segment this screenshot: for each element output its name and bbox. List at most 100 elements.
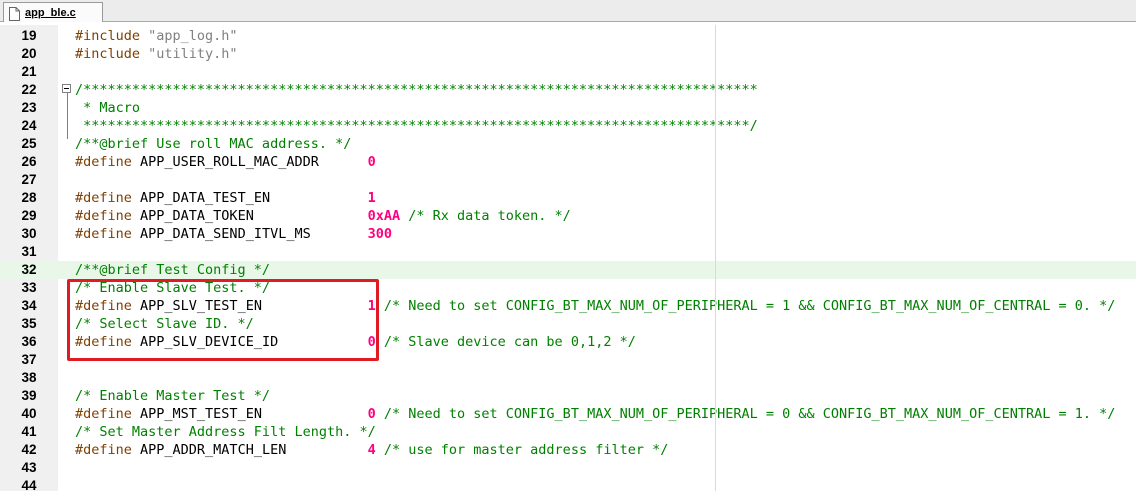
code-token: "utility.h" [148,46,238,62]
line-number: 20 [21,46,37,61]
line-number: 43 [21,460,37,475]
code-token: 0xAA [367,208,401,224]
code-token: APP_SLV_TEST_EN [140,298,368,314]
code-line[interactable]: 21 [0,63,1136,81]
line-number: 36 [21,334,37,349]
code-line[interactable]: 30 #define APP_DATA_SEND_ITVL_MS 300 [0,225,1136,243]
code-token: 0 [367,154,376,170]
code-line[interactable]: 32 /**@brief Test Config */ [0,261,1136,279]
line-number: 44 [21,478,37,493]
code-line[interactable]: 26#define APP_USER_ROLL_MAC_ADDR 0 [0,153,1136,171]
code-token: #define [75,154,141,170]
line-number: 42 [21,442,37,457]
line-number: 24 [21,118,37,133]
code-text: #define APP_SLV_TEST_EN 1 /* Need to set… [75,297,1115,315]
code-token: /* Enable Slave Test. */ [75,280,271,296]
code-text: /**@brief Test Config */ [75,261,270,279]
code-text: /***************************************… [75,81,758,99]
code-editor[interactable]: 19#include "app_log.h"20 #include "utilit… [0,25,1136,493]
code-text: #define APP_DATA_TOKEN 0xAA /* Rx data t… [75,207,571,225]
code-token: ****************************************… [75,118,758,134]
line-number: 32 [21,262,37,277]
code-token: /* use for master address filter */ [375,442,669,458]
line-number: 22 [21,82,37,97]
code-line[interactable]: 31 [0,243,1136,261]
collapse-icon[interactable] [62,84,71,93]
code-token: APP_MST_TEST_EN [140,406,368,422]
code-line[interactable]: 41/* Set Master Address Filt Length. */ [0,423,1136,441]
code-line[interactable]: 20 #include "utility.h" [0,45,1136,63]
tab-app-ble-c[interactable]: app_ble.c [3,2,103,22]
code-token: 4 [367,442,376,458]
code-text: /* Enable Master Test */ [75,387,270,405]
code-line[interactable]: 23 * Macro [0,99,1136,117]
code-token: APP_DATA_SEND_ITVL_MS [140,226,368,242]
code-line[interactable]: 38 [0,369,1136,387]
code-line[interactable]: 42 #define APP_ADDR_MATCH_LEN 4 /* use fo… [0,441,1136,459]
annotation-highlight-box [67,279,379,361]
code-text: /**@brief Use roll MAC address. */ [75,135,351,153]
code-line[interactable]: 22 /*************************************… [0,81,1136,99]
code-token: /* Need to set CONFIG_BT_MAX_NUM_OF_PERI… [375,406,1116,422]
code-token: * Macro [75,100,141,116]
code-token: "app_log.h" [148,28,238,44]
code-line[interactable]: 33/* Enable Slave Test. */ [0,279,1136,297]
code-token: /***************************************… [75,82,758,98]
code-line[interactable]: 25 /**@brief Use roll MAC address. */ [0,135,1136,153]
line-number: 31 [21,244,37,259]
line-number: 28 [21,190,37,205]
line-number-gutter [0,25,58,491]
line-number: 39 [21,388,37,403]
line-number: 29 [21,208,37,223]
code-token: 1 [367,190,376,206]
line-number: 38 [21,370,37,385]
code-text: #define APP_ADDR_MATCH_LEN 4 /* use for … [75,441,668,459]
code-text: #include "utility.h" [75,45,238,63]
file-icon [9,6,20,21]
line-number: 30 [21,226,37,241]
code-token: APP_DATA_TEST_EN [140,190,368,206]
code-text: #define APP_SLV_DEVICE_ID 0 /* Slave dev… [75,333,636,351]
code-line[interactable]: 19#include "app_log.h" [0,27,1136,45]
code-line[interactable]: 40#define APP_MST_TEST_EN 0 /* Need to s… [0,405,1136,423]
code-token: 0 [367,406,376,422]
code-token: 1 [367,298,376,314]
fold-line [67,93,68,139]
code-token: APP_SLV_DEVICE_ID [140,334,368,350]
code-line[interactable]: 24 *************************************… [0,117,1136,135]
tab-label: app_ble.c [25,6,76,19]
code-line[interactable]: 44 [0,477,1136,495]
code-line[interactable]: 36 #define APP_SLV_DEVICE_ID 0 /* Slave d… [0,333,1136,351]
line-number: 35 [21,316,37,331]
line-number: 21 [21,64,37,79]
code-token: #define [75,298,141,314]
code-line[interactable]: 39 /* Enable Master Test */ [0,387,1136,405]
code-line[interactable]: 37 [0,351,1136,369]
code-line[interactable]: 28 #define APP_DATA_TEST_EN 1 [0,189,1136,207]
line-number: 34 [21,298,37,313]
code-token: /* Need to set CONFIG_BT_MAX_NUM_OF_PERI… [375,298,1116,314]
code-text: #define APP_DATA_SEND_ITVL_MS 300 [75,225,392,243]
line-number: 41 [21,424,37,439]
code-token: /**@brief Test Config */ [75,262,271,278]
line-number: 25 [21,136,37,151]
code-token: 300 [367,226,392,242]
code-text: /* Enable Slave Test. */ [75,279,270,297]
code-token: APP_USER_ROLL_MAC_ADDR [140,154,368,170]
code-token: /* Slave device can be 0,1,2 */ [375,334,636,350]
code-text: #define APP_DATA_TEST_EN 1 [75,189,376,207]
code-line[interactable]: 29 #define APP_DATA_TOKEN 0xAA /* Rx data… [0,207,1136,225]
code-token: #define [75,334,141,350]
code-text: * Macro [75,99,140,117]
code-line[interactable]: 35 /* Select Slave ID. */ [0,315,1136,333]
code-line[interactable]: 27 [0,171,1136,189]
code-token: /* Select Slave ID. */ [75,316,254,332]
tab-bar: app_ble.c [0,0,1136,22]
code-line[interactable]: 43 [0,459,1136,477]
code-line[interactable]: 34 #define APP_SLV_TEST_EN 1 /* Need to s… [0,297,1136,315]
code-text: #include "app_log.h" [75,27,238,45]
line-number: 40 [21,406,37,421]
code-text: ****************************************… [75,117,758,135]
code-token: #include [75,28,149,44]
edge-column-line [715,25,716,491]
